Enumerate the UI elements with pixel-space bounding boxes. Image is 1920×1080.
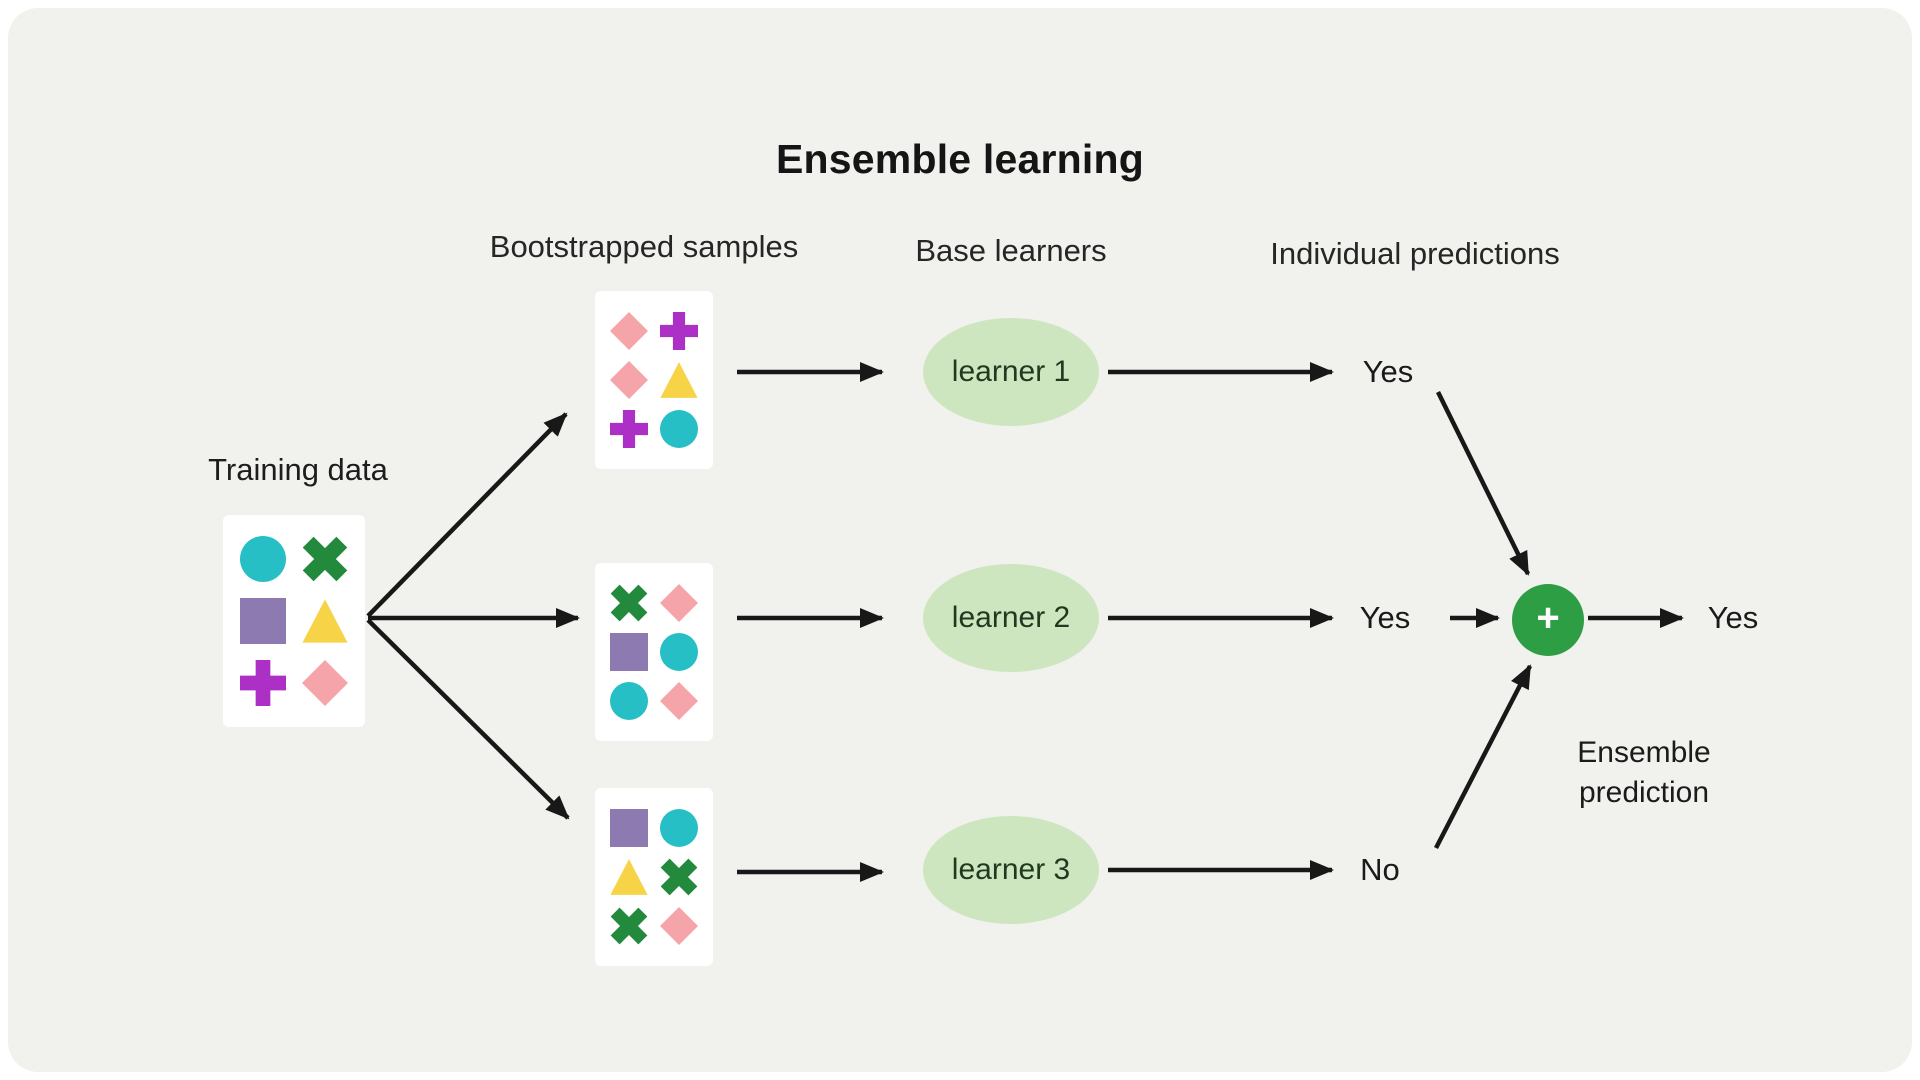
diamond-shape — [302, 660, 348, 706]
aggregator-node: + — [1512, 584, 1584, 656]
circle-shape — [610, 682, 648, 720]
learner-1-node: learner 1 — [923, 318, 1099, 426]
diamond-shape — [610, 312, 648, 350]
triangle-shape — [302, 599, 348, 643]
training-data-label: Training data — [208, 452, 388, 487]
square-shape — [240, 598, 286, 644]
header-individual-predictions: Individual predictions — [1270, 236, 1560, 271]
square-shape — [610, 633, 648, 671]
circle-shape — [240, 536, 286, 582]
learner-1-label: learner 1 — [951, 355, 1071, 388]
square-shape — [610, 809, 648, 847]
diamond-shape — [660, 907, 698, 945]
bootstrapped-sample-1-card — [595, 291, 713, 469]
training-data-card — [223, 515, 365, 727]
ensemble-prediction-label-line2: prediction — [1578, 776, 1710, 809]
ensemble-prediction-label-line1: Ensemble — [1577, 736, 1711, 769]
plus-shape — [240, 660, 286, 706]
plus-icon: + — [1536, 596, 1560, 640]
circle-shape — [660, 410, 698, 448]
x-shape — [651, 849, 707, 905]
diamond-shape — [660, 682, 698, 720]
circle-shape — [660, 633, 698, 671]
bootstrapped-sample-3-card — [595, 788, 713, 966]
bootstrapped-sample-2-card — [595, 563, 713, 741]
triangle-shape — [660, 362, 698, 398]
x-shape — [291, 525, 359, 593]
plus-shape — [660, 312, 698, 350]
prediction-2-label: Yes — [1359, 600, 1411, 635]
circle-shape — [660, 809, 698, 847]
diamond-shape — [610, 361, 648, 399]
diamond-shape — [660, 584, 698, 622]
ensemble-prediction-value: Yes — [1707, 600, 1759, 635]
x-shape — [601, 575, 657, 631]
header-base-learners: Base learners — [915, 233, 1107, 268]
prediction-3-label: No — [1360, 852, 1400, 887]
diagram-title: Ensemble learning — [776, 136, 1144, 182]
learner-3-node: learner 3 — [923, 816, 1099, 924]
plus-shape — [610, 410, 648, 448]
prediction-1-label: Yes — [1362, 354, 1414, 389]
x-shape — [601, 898, 657, 954]
learner-2-label: learner 2 — [951, 601, 1071, 634]
ensemble-prediction-label: Ensemble prediction — [1544, 733, 1744, 813]
header-bootstrapped-samples: Bootstrapped samples — [489, 229, 799, 264]
learner-3-label: learner 3 — [951, 853, 1071, 886]
learner-2-node: learner 2 — [923, 564, 1099, 672]
triangle-shape — [610, 859, 648, 895]
